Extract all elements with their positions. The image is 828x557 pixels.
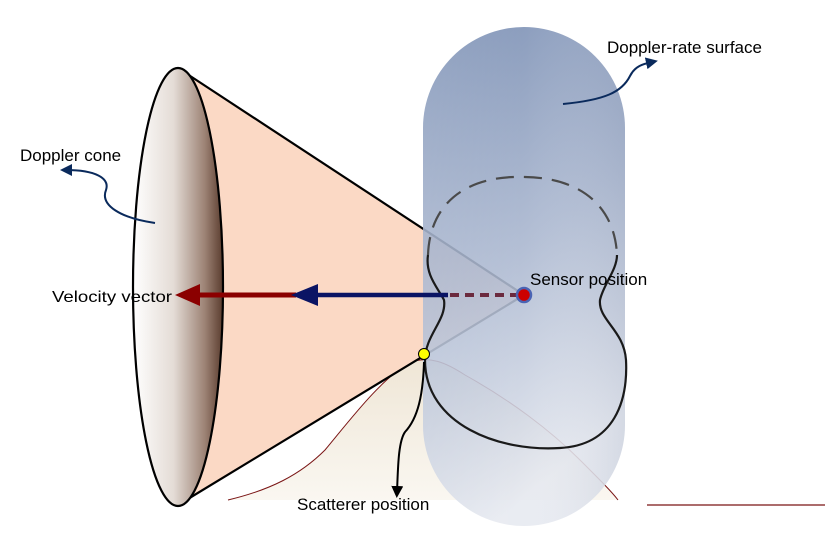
scatterer-position-label: Scatterer position <box>297 495 429 514</box>
doppler-rate-surface-label: Doppler-rate surface <box>607 38 762 57</box>
doppler-rate-surface-callout <box>562 57 658 105</box>
doppler-rate-surface-shade <box>423 27 625 526</box>
intersection-curve-hidden <box>426 175 619 256</box>
doppler-cone-base <box>131 66 225 508</box>
sensor-arrow-arrowhead <box>291 284 318 306</box>
intersection-curve <box>423 254 628 450</box>
scatterer-position-callout <box>391 361 425 498</box>
sensor-position-label: Sensor position <box>530 270 647 289</box>
sensor-position-dot <box>515 286 533 304</box>
velocity-vector-label: Velocity vector <box>52 289 173 306</box>
doppler-cone-label: Doppler cone <box>20 146 121 165</box>
velocity-vector-arrowhead <box>175 284 200 306</box>
scatterer-position-dot <box>418 348 430 360</box>
doppler-cone-callout <box>60 164 156 224</box>
